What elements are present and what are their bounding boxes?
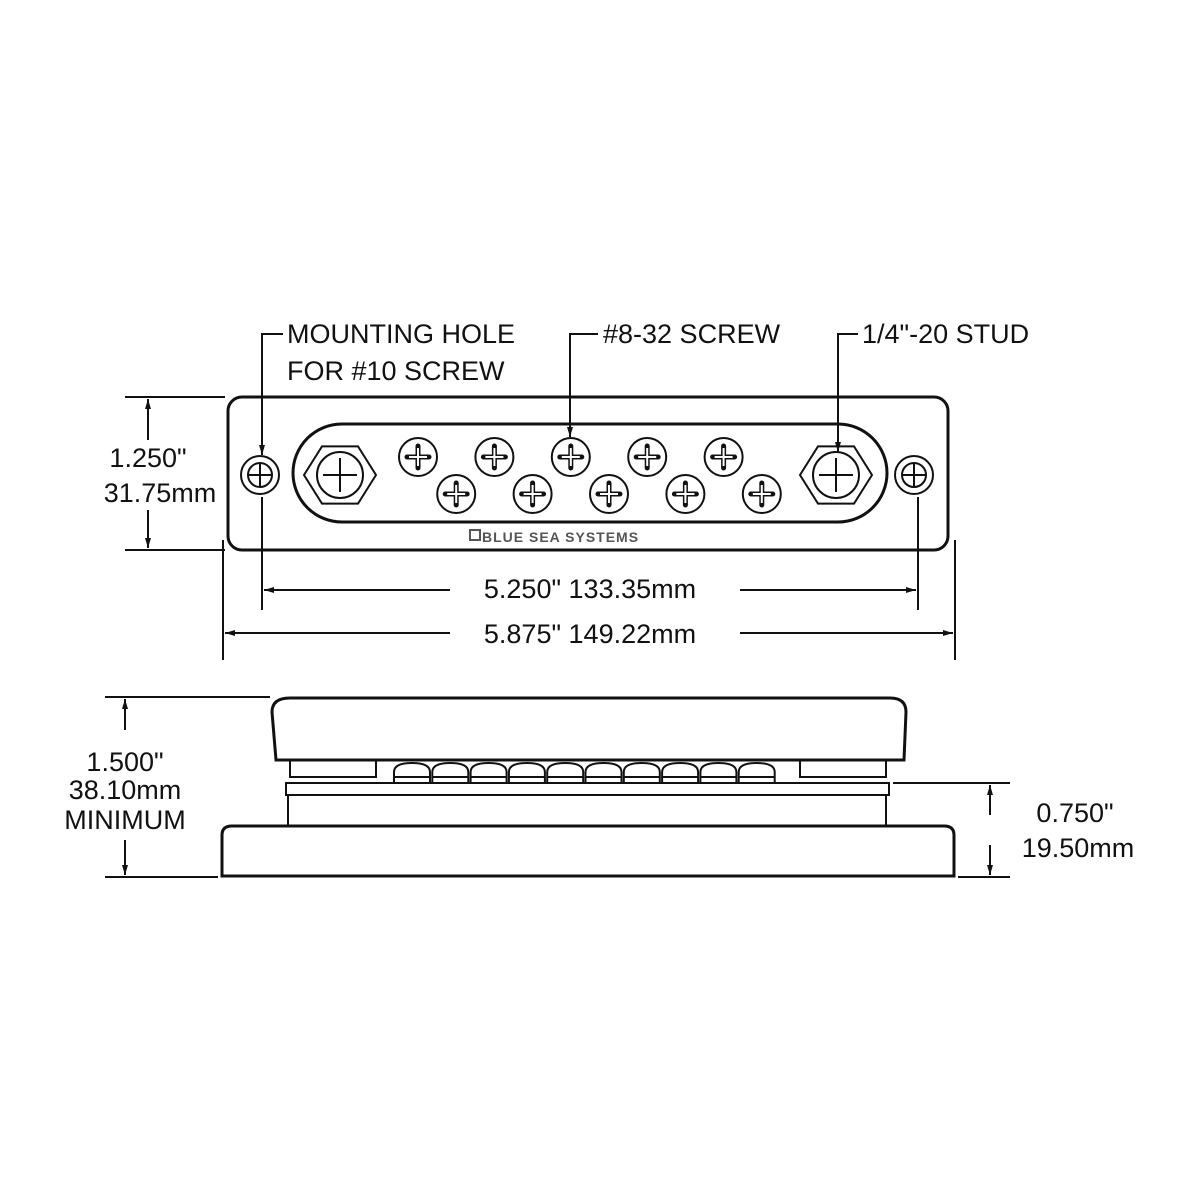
screw-head-side bbox=[661, 761, 700, 782]
screw bbox=[665, 474, 706, 514]
base-height-inches: 0.750" bbox=[1036, 798, 1113, 828]
bus-plate bbox=[285, 782, 890, 796]
screw bbox=[627, 437, 668, 477]
height-mm: 31.75mm bbox=[104, 478, 217, 508]
dimension-height-top: 1.250" 31.75mm bbox=[104, 396, 225, 551]
top-view: BLUE SEA SYSTEMS bbox=[226, 395, 950, 552]
screw-head-side bbox=[469, 761, 508, 782]
overall-length-label: 5.875" 149.22mm bbox=[484, 619, 696, 649]
screw-head-side bbox=[393, 761, 431, 782]
screw bbox=[550, 437, 591, 477]
brand-logo-icon bbox=[469, 529, 481, 541]
hole-spacing-label: 5.250" 133.35mm bbox=[484, 574, 696, 604]
screw-head-side bbox=[507, 761, 546, 782]
stud bbox=[302, 445, 378, 505]
cover bbox=[270, 696, 908, 762]
brand-logo-text: BLUE SEA SYSTEMS bbox=[482, 529, 639, 545]
screw-head-side bbox=[546, 761, 585, 782]
callout-screw: #8-32 SCREW bbox=[567, 319, 781, 437]
screw-head-side bbox=[584, 761, 623, 782]
callout-mounting-hole-line1: MOUNTING HOLE bbox=[287, 319, 515, 349]
side-height-inches: 1.500" bbox=[86, 747, 163, 777]
busbar-outline bbox=[226, 395, 950, 552]
dimension-overall-length: 5.875" 149.22mm bbox=[222, 540, 956, 660]
base bbox=[220, 824, 956, 878]
screw-head-side bbox=[699, 761, 738, 782]
dimension-height-side: 1.500" 38.10mm MINIMUM bbox=[64, 696, 270, 878]
screw bbox=[436, 474, 477, 514]
mounting-hole-left bbox=[240, 455, 280, 495]
screw bbox=[474, 437, 515, 477]
leader-arrow bbox=[259, 333, 283, 455]
callout-stud-label: 1/4"-20 STUD bbox=[862, 319, 1029, 349]
screw-head-side bbox=[431, 761, 470, 782]
screw bbox=[589, 474, 629, 514]
screw bbox=[703, 437, 744, 477]
mounting-hole-right bbox=[894, 455, 934, 495]
screw bbox=[398, 437, 438, 477]
height-inches: 1.250" bbox=[109, 443, 186, 473]
screw-head-side bbox=[622, 761, 661, 782]
dimension-hole-spacing: 5.250" 133.35mm bbox=[261, 497, 919, 610]
stud-spacer-right bbox=[799, 759, 887, 778]
stud bbox=[798, 445, 874, 505]
stud-spacer-left bbox=[289, 759, 377, 778]
callout-mounting-hole-line2: FOR #10 SCREW bbox=[287, 356, 505, 386]
terminal-recess bbox=[291, 422, 889, 524]
dimension-base-height: 0.750" 19.50mm bbox=[893, 782, 1135, 878]
callout-screw-label: #8-32 SCREW bbox=[603, 319, 781, 349]
screw bbox=[512, 474, 553, 514]
side-height-mm: 38.10mm bbox=[69, 775, 182, 805]
screw bbox=[741, 474, 782, 514]
callout-mounting-hole: MOUNTING HOLE FOR #10 SCREW bbox=[259, 319, 515, 455]
side-view bbox=[220, 696, 956, 878]
screw-head-side bbox=[737, 761, 776, 782]
callout-stud: 1/4"-20 STUD bbox=[835, 319, 1029, 452]
side-height-note: MINIMUM bbox=[64, 805, 185, 835]
base-height-mm: 19.50mm bbox=[1022, 833, 1135, 863]
leader-arrow bbox=[835, 333, 858, 452]
base-riser bbox=[287, 794, 887, 827]
leader-arrow bbox=[567, 333, 598, 437]
